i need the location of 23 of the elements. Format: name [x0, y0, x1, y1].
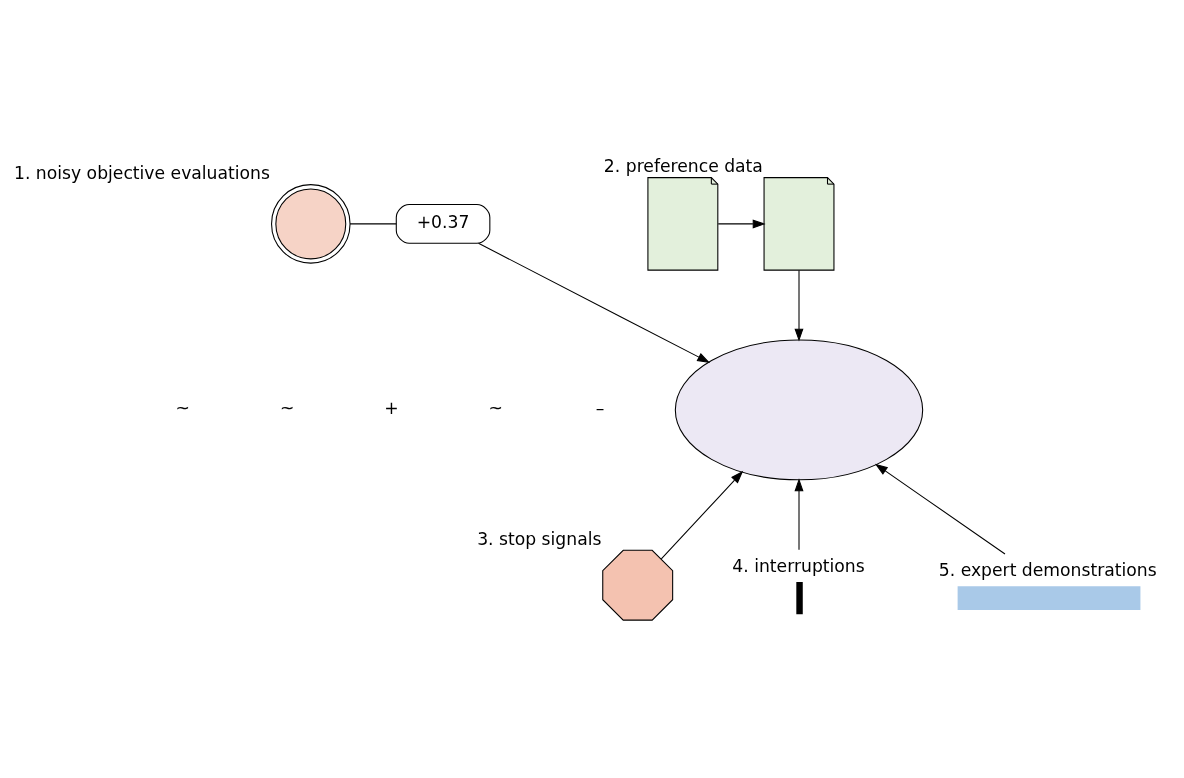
node-label: 4. interruptions	[732, 555, 865, 576]
arrow	[717, 218, 766, 228]
label: ~	[279, 397, 295, 418]
node-bar	[796, 581, 803, 614]
label: ~	[488, 397, 503, 418]
node-cloud	[674, 339, 924, 480]
label: –	[595, 397, 605, 418]
node-octagon	[602, 549, 674, 621]
connector	[349, 222, 397, 224]
node-circle	[271, 183, 351, 264]
arrow	[660, 470, 744, 559]
arrow	[874, 463, 1006, 554]
node-label: 5. expert demonstrations	[938, 559, 1157, 580]
node-label: 2. preference data	[603, 155, 763, 176]
label: +	[384, 397, 399, 418]
node-label: 3. stop signals	[477, 528, 602, 549]
arrow	[477, 242, 711, 363]
arrow	[794, 477, 804, 550]
node-box: +0.37	[395, 203, 491, 244]
node-label: 1. noisy objective evaluations	[13, 162, 270, 183]
arrow	[794, 269, 804, 342]
label: ~	[175, 397, 191, 418]
node-trajectory	[957, 585, 1141, 610]
